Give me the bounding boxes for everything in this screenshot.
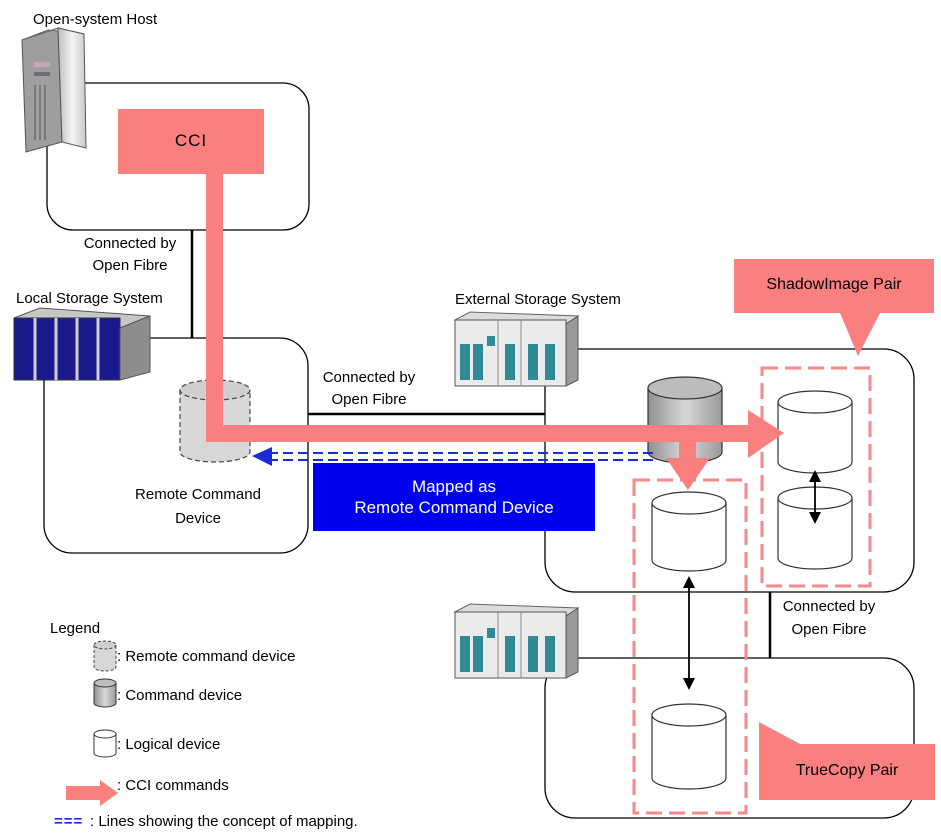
conn1-line1: Connected by [83,235,177,252]
external-storage-box [544,348,915,593]
conn3-line2: Open Fibre [791,621,867,638]
legend-command-text: : Command device [117,687,243,704]
conn3-line1: Connected by [782,598,876,615]
local-storage-rack-icon [13,307,151,381]
logical-device-truecopy-secondary [651,703,727,790]
cci-box [118,109,264,174]
shadowimage-pair-arrow [809,470,821,524]
legend-cci-arrow-icon [66,780,118,806]
legend-command-icon [93,678,117,708]
conn2-line1: Connected by [322,369,416,386]
cci-command-arrow [206,174,784,490]
mapped-as-line1: Mapped as [411,477,497,496]
legend-remote-command-icon [93,640,117,672]
legend-logical-text: : Logical device [117,736,221,753]
logical-device-truecopy-primary [651,491,727,572]
truecopy-pair-arrow [683,576,695,690]
logical-device-shadow-primary [777,390,853,474]
shadowimage-pair-frame [760,366,872,588]
local-storage-label: Local Storage System [16,290,163,307]
conn1-line2: Open Fibre [92,257,168,274]
shadowimage-pair-label: ShadowImage Pair [766,276,902,293]
cci-label: CCI [174,131,208,150]
mapped-as-box [313,463,595,531]
external-storage-rack-icon [453,311,580,387]
legend-title: Legend [50,620,101,637]
external-storage-label: External Storage System [455,291,621,308]
legend-remote-command-text: : Remote command device [117,648,296,665]
legend-mapping-glyph: === [54,813,84,830]
server-tower-icon [21,27,87,153]
secondary-storage-rack-icon [453,603,580,679]
shadowimage-callout [734,259,934,356]
remote-command-label-line1: Remote Command [135,486,261,503]
legend-cci-commands-text: : CCI commands [117,777,229,794]
conn2-line2: Open Fibre [331,391,407,408]
legend-mapping-text: : Lines showing the concept of mapping. [90,813,358,830]
mapped-as-line2: Remote Command Device [354,498,554,517]
truecopy-callout [759,722,935,800]
host-label: Open-system Host [33,11,158,28]
remote-command-label-line2: Device [175,510,221,527]
truecopy-pair-label: TrueCopy Pair [795,762,899,779]
mapping-line [252,447,654,466]
legend-logical-icon [93,729,117,758]
